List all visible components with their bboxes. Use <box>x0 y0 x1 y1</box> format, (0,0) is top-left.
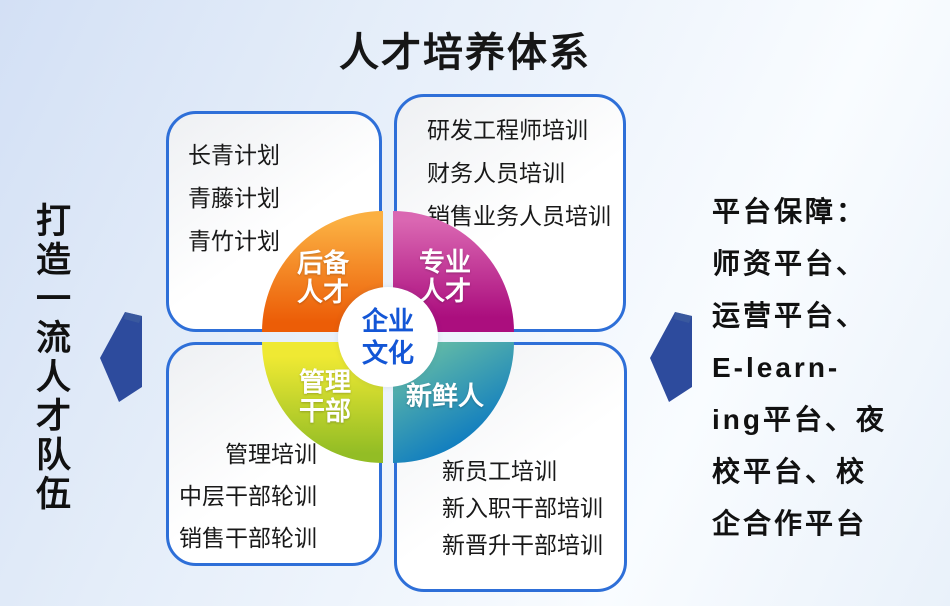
quadrant-management-label: 管理 干部 <box>299 368 351 426</box>
center-label-line: 文化 <box>361 338 414 368</box>
list-item: 青竹计划 <box>188 228 280 254</box>
list-item: 新入职干部培训 <box>442 495 603 521</box>
list-item: 财务人员培训 <box>427 160 565 186</box>
platform-line: 师资平台、 <box>712 248 868 279</box>
label-line: 干部 <box>299 396 352 426</box>
professional-talent-list: 研发工程师培训 财务人员培训 销售业务人员培训 <box>397 97 623 238</box>
center-label-line: 企业 <box>361 306 414 336</box>
list-item: 中层干部轮训 <box>179 483 317 509</box>
management-cadre-list: 管理培训 中层干部轮训 销售干部轮训 <box>169 345 379 559</box>
platform-line: ing平台、夜 <box>712 404 887 435</box>
right-arrow-icon <box>650 312 692 402</box>
platform-support-text: 平台保障： 师资平台、 运营平台、 E-learn- ing平台、夜 校平台、校… <box>712 186 887 550</box>
list-item: 新晋升干部培训 <box>442 532 603 558</box>
page-title: 人才培养体系 <box>339 31 591 75</box>
platform-line: 平台保障： <box>712 196 868 227</box>
list-item: 销售业务人员培训 <box>427 203 611 229</box>
list-item: 研发工程师培训 <box>427 117 588 143</box>
label-line: 人才 <box>297 277 350 307</box>
platform-line: 运营平台、 <box>712 300 868 331</box>
newcomer-list: 新员工培训 新入职干部培训 新晋升干部培训 <box>397 345 624 564</box>
label-line: 人才 <box>419 276 472 306</box>
list-item: 销售干部轮训 <box>179 525 317 551</box>
platform-line: 校平台、校 <box>712 456 868 487</box>
platform-line: 企合作平台 <box>712 508 868 539</box>
label-line: 新鲜人 <box>406 381 485 411</box>
left-slogan: 打造一流人才队伍 <box>31 202 70 514</box>
reserve-talent-list: 长青计划 青藤计划 青竹计划 <box>169 114 379 263</box>
list-item: 长青计划 <box>188 142 280 168</box>
label-line: 专业 <box>419 247 472 277</box>
label-line: 后备 <box>297 248 350 278</box>
list-item: 管理培训 <box>225 441 317 467</box>
list-item: 青藤计划 <box>188 185 280 211</box>
label-line: 管理 <box>299 367 352 397</box>
left-arrow-icon <box>100 312 142 402</box>
quadrant-reserve-label: 后备 人才 <box>297 249 349 307</box>
center-culture-circle: 企业 文化 <box>338 287 438 387</box>
platform-line: E-learn- <box>712 352 841 383</box>
quadrant-professional-label: 专业 人才 <box>419 248 471 306</box>
quadrant-newcomer-label: 新鲜人 <box>406 382 484 411</box>
list-item: 新员工培训 <box>442 458 557 484</box>
